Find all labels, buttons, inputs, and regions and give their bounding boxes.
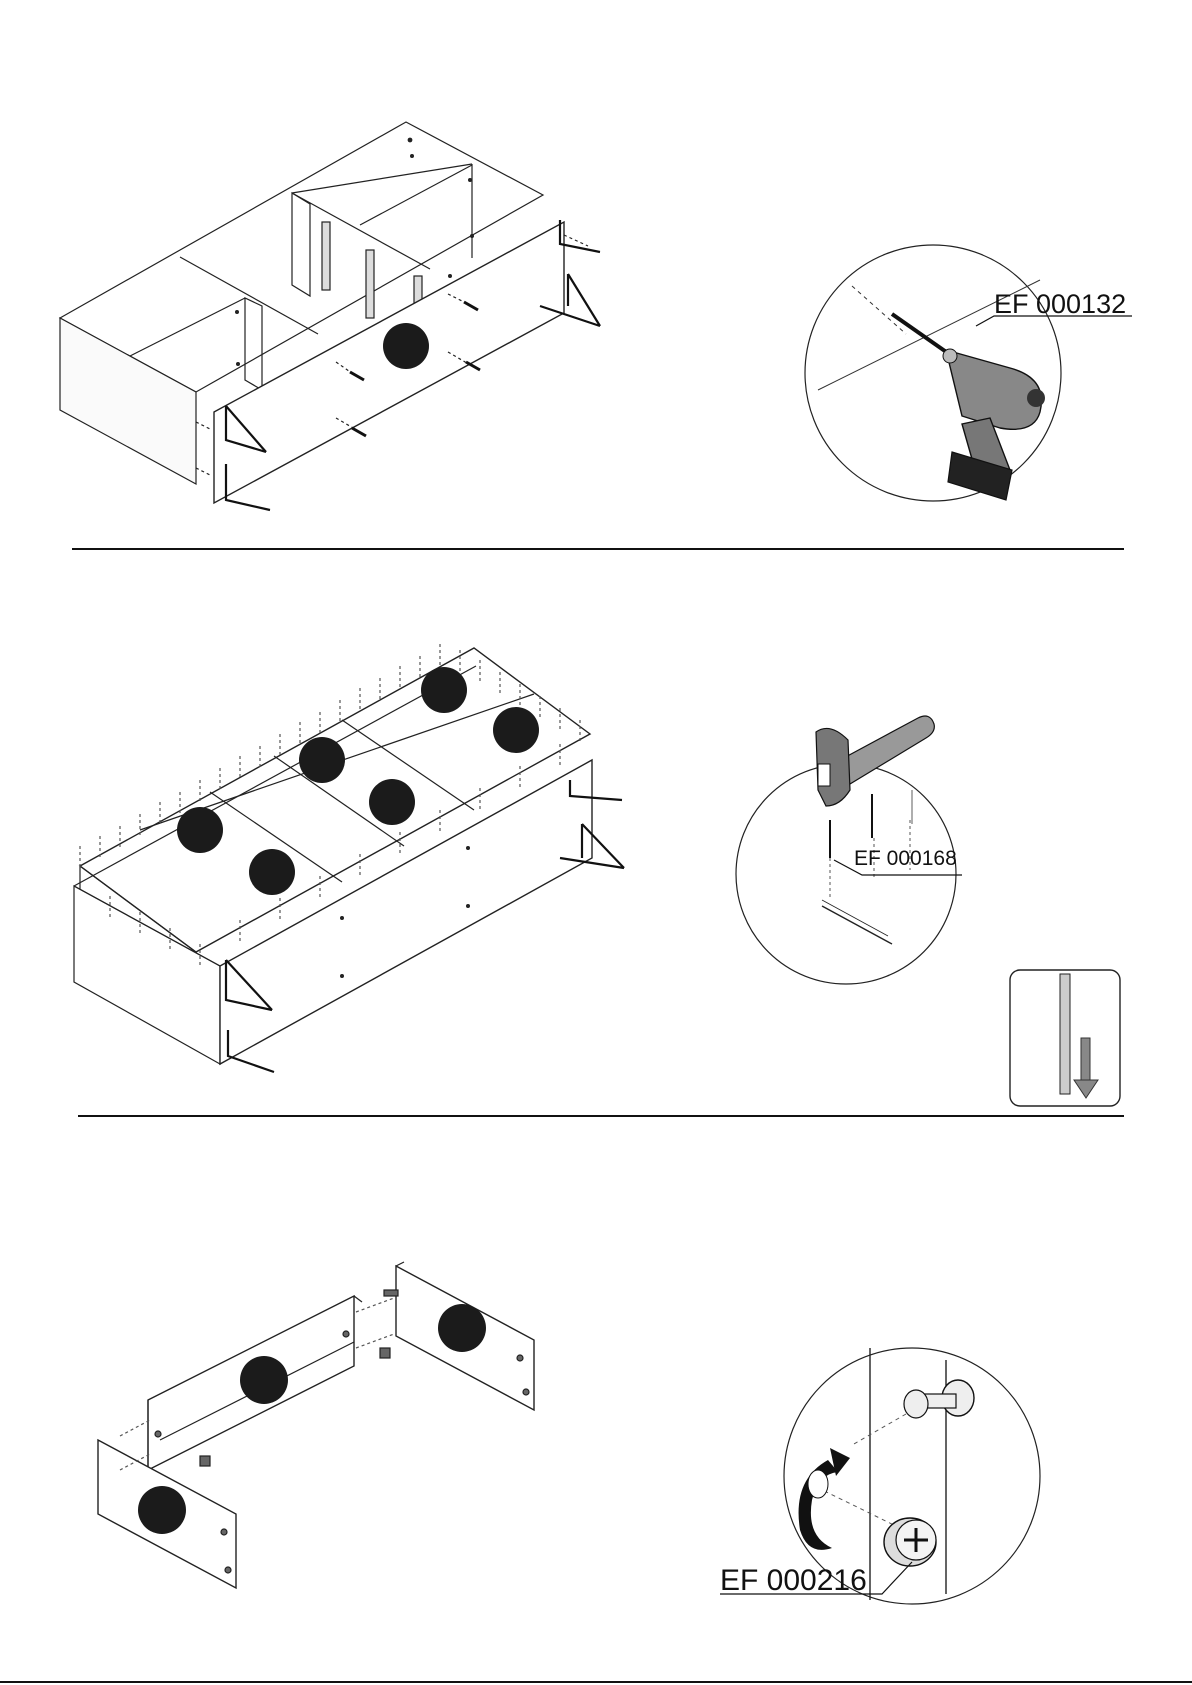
step-3: EF 000216 [98, 1262, 1040, 1604]
step-3-part-code: EF 000216 [720, 1564, 867, 1597]
step-1: EF 000132 [60, 122, 1132, 510]
slide-inset [1010, 970, 1120, 1106]
step-1-part-code: EF 000132 [994, 289, 1126, 319]
step-2-cabinet-drawing [74, 644, 624, 1072]
step-2: EF 000168 [74, 644, 1120, 1106]
step-2-part-code: EF 000168 [854, 847, 957, 870]
cam-lock-icon [884, 1518, 936, 1566]
step-1-part-marker [383, 323, 429, 369]
step-1-detail-circle [805, 245, 1132, 501]
step-1-cabinet-drawing [60, 122, 600, 510]
